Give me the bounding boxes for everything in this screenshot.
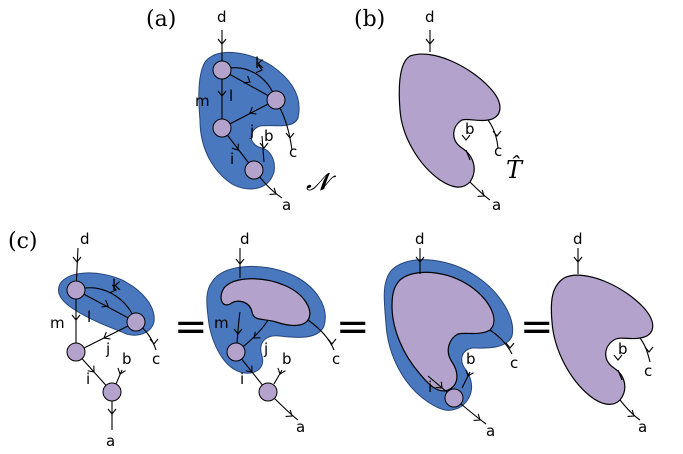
panel-c-step-4: d b c a: [550, 230, 654, 436]
tensor-region-c4: [550, 274, 654, 405]
network-region-a: [198, 51, 300, 190]
wire-b-c1: [115, 369, 123, 385]
label-b-c3: b: [466, 350, 476, 368]
label-d-b: d: [425, 8, 435, 26]
wire-a-b: [469, 181, 491, 201]
label-l-c1: l: [87, 308, 91, 326]
label-b-c1: b: [122, 350, 132, 368]
label-c-c4: c: [644, 362, 652, 380]
label-b-c2: b: [282, 350, 292, 368]
panel-c-step-3: d i b c a: [383, 230, 518, 440]
node-right-a: [266, 90, 286, 110]
wire-j-c1: [75, 321, 137, 353]
label-m-c2: m: [214, 314, 229, 332]
label-d-c2: d: [240, 230, 250, 248]
label-b-c4: b: [618, 340, 628, 358]
tensor-region-b: [398, 53, 501, 188]
equals-sign-3: =: [520, 304, 554, 350]
label-j-a: j: [249, 122, 254, 140]
label-d-a: d: [217, 8, 227, 26]
label-i-c3: i: [428, 378, 432, 396]
label-j-c1: j: [105, 340, 110, 358]
wire-l-a: [221, 69, 277, 101]
label-a-c2: a: [296, 418, 305, 436]
label-a-c3: a: [486, 422, 495, 440]
arrow-c-a: [285, 132, 295, 139]
panel-a: (a) d k l m j i b c a 𝓝: [146, 7, 337, 214]
label-c-c3: c: [510, 354, 518, 372]
node-bottom-c3: [444, 388, 464, 408]
panel-c-step-2: d m j i b c a: [206, 230, 340, 436]
label-c-c2: c: [332, 350, 340, 368]
wire-b-c4: [617, 369, 623, 381]
label-a-b: a: [492, 196, 501, 214]
network-symbol: 𝓝: [306, 168, 337, 196]
wire-a-c4: [619, 399, 641, 421]
label-k-c1: k: [112, 276, 121, 294]
equals-sign-2: =: [336, 304, 370, 350]
label-d-c1: d: [80, 230, 90, 248]
label-c-a: c: [289, 143, 297, 161]
tensor-region-c3: [391, 271, 495, 392]
label-i-a: i: [230, 150, 234, 168]
arrow-c-b: [492, 130, 502, 137]
wire-c-c3: [489, 329, 513, 355]
panel-a-label: (a): [146, 7, 176, 32]
arrow-a-c4: [627, 409, 637, 420]
label-m-c1: m: [50, 314, 65, 332]
label-d-c3: d: [415, 230, 425, 248]
label-m-a: m: [195, 92, 210, 110]
node-bottom-a: [244, 160, 264, 180]
wire-c-c2: [307, 319, 335, 351]
node-bottom-c1: [102, 382, 122, 402]
wire-c-c4: [639, 337, 651, 363]
panel-c-step-1: d k l m j i b c a: [50, 230, 160, 450]
label-l-a: l: [229, 87, 233, 105]
label-d-c4: d: [573, 230, 583, 248]
equals-sign-1: =: [174, 304, 208, 350]
label-i-c1: i: [86, 370, 90, 388]
tensor-region-c2: [220, 278, 311, 327]
label-b-a: b: [264, 127, 274, 145]
label-a-c1: a: [106, 432, 115, 450]
label-i-c2: i: [240, 370, 244, 388]
node-bottom-c2: [258, 382, 278, 402]
panel-c-label: (c): [8, 229, 38, 254]
label-a-c4: a: [638, 418, 647, 436]
node-mid-c2: [226, 342, 246, 362]
tensor-symbol: T̂: [506, 156, 524, 184]
label-k-a: k: [255, 54, 264, 72]
node-top-a: [212, 60, 232, 80]
panel-b-label: (b): [354, 7, 385, 32]
wire-b-a: [261, 135, 265, 163]
panel-c: (c) d k l: [8, 229, 654, 450]
label-b-b: b: [465, 120, 475, 138]
wire-j-a: [221, 99, 277, 129]
label-c-b: c: [494, 142, 502, 160]
label-c-c1: c: [152, 350, 160, 368]
wire-b-b: [465, 149, 471, 161]
label-a-a: a: [282, 196, 291, 214]
arrow-a-c2: [285, 409, 295, 420]
node-top-c1: [66, 280, 86, 300]
wire-b-c3: [461, 371, 471, 389]
wire-b-c2: [273, 369, 283, 385]
label-j-c2: j: [263, 340, 268, 358]
panel-b: (b) d b c a T̂: [354, 7, 524, 214]
node-mid-a: [212, 118, 232, 138]
node-mid-c1: [66, 342, 86, 362]
node-right-c1: [126, 312, 146, 332]
arrow-c-c1: [149, 338, 159, 345]
